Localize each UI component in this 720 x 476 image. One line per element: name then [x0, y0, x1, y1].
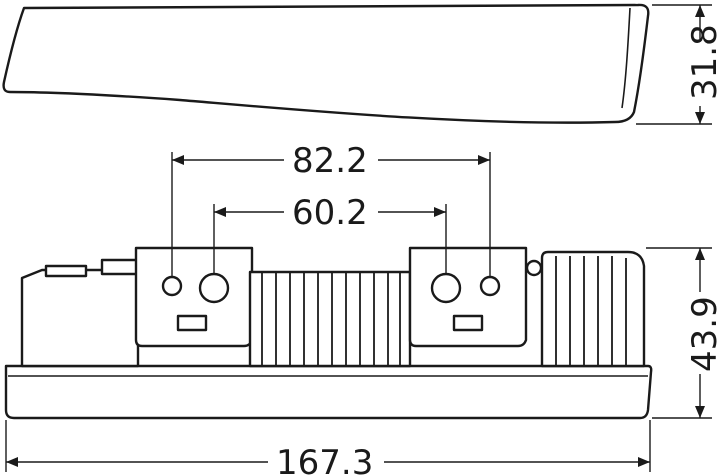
dimension-82-2: 82.2: [171, 141, 491, 277]
side-view: [4, 246, 653, 420]
right-heat-sink: [525, 250, 646, 368]
top-view-edge-line: [621, 7, 631, 109]
slot-right: [452, 314, 484, 332]
side-view-base-plate: [4, 364, 653, 420]
right-mounting-bracket: [408, 246, 528, 348]
side-view-left-body: [20, 268, 140, 368]
center-heat-sink: [248, 270, 412, 368]
dimension-167-3: 167.3: [5, 420, 651, 476]
dimension-43-9: 43.9: [646, 247, 720, 419]
inner-hole-right: [430, 272, 462, 304]
left-mounting-bracket: [134, 246, 254, 348]
top-view-housing: [2, 3, 650, 124]
dimension-60-2: 60.2: [213, 193, 447, 274]
outer-hole-left: [161, 275, 183, 297]
dimension-label-167-3: 167.3: [276, 443, 373, 476]
dimension-label-60-2: 60.2: [292, 193, 368, 233]
dimension-31-8: 31.8: [636, 4, 720, 125]
left-clip: [100, 258, 140, 276]
top-view: [2, 3, 650, 124]
inner-hole-left: [198, 272, 230, 304]
dimension-label-82-2: 82.2: [292, 141, 368, 181]
left-connector-tab: [44, 264, 88, 278]
dimension-label-31-8: 31.8: [685, 24, 720, 100]
slot-left: [176, 314, 208, 332]
outer-hole-right: [479, 275, 501, 297]
dimension-label-43-9: 43.9: [685, 296, 720, 372]
